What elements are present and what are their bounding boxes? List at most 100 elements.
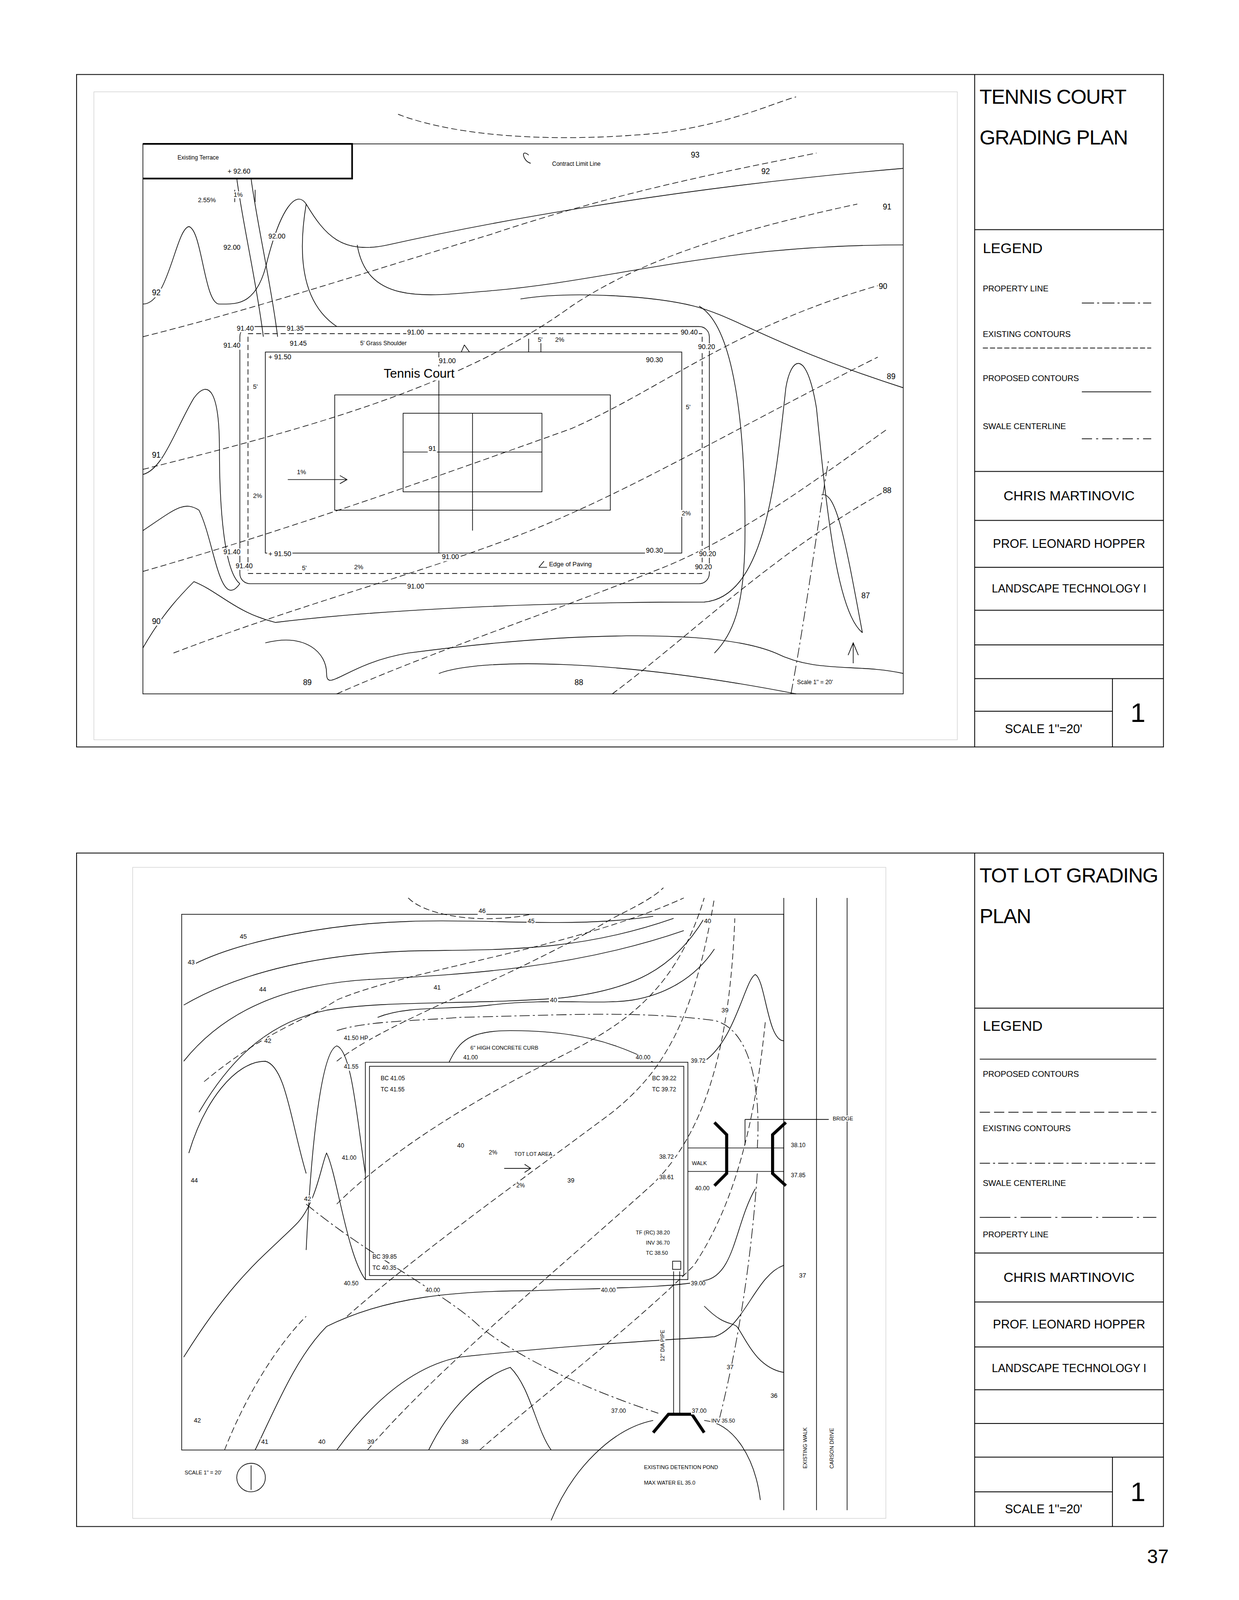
contour-label: 93 [690,150,701,160]
contour-label: 44 [189,1177,199,1185]
tennis-site-plan-part [848,643,859,664]
proposed-contours-part [143,363,863,649]
plan-label: WALK [691,1160,708,1167]
existing-contours [204,887,766,1451]
proposed-contours-part [449,1030,654,1063]
title-block-text: 1 [1130,697,1146,729]
title-block-cell: LANDSCAPE TECHNOLOGY I [974,1347,1164,1390]
plan-label: INV 36.70 [644,1239,671,1246]
tennis-site-plan [143,144,904,694]
plan-label: 91.40 [222,342,242,350]
sheet-frame-part [94,91,958,740]
sheet-frame-part [974,644,1164,646]
sheet-frame-part [974,470,1164,472]
legend-samples-part [1081,391,1152,392]
tennis-site-plan-part [472,413,473,531]
sheet-title-cell: TOT LOT GRADING PLAN [974,855,1164,1009]
contour-label: 42 [193,1416,202,1424]
plan-label: TC 40.35 [371,1265,398,1272]
totlot-site-plan-part [816,898,817,1511]
legend-samples-part [979,1217,1157,1218]
plan-label: 2% [515,1182,526,1190]
sheet-frame-part [1111,678,1113,748]
tennis-site-plan-part [143,144,353,179]
plan-label: 5' [252,383,259,390]
contour-label: 45 [526,917,536,925]
sheet-frame-part [974,1457,1164,1459]
plan-label: CARSON DRIVE [828,1427,835,1470]
existing-contours-part [337,428,888,694]
contour-label: 91 [881,202,893,212]
contour-label: 89 [302,678,313,688]
swale-centerline-part [305,1204,659,1414]
plan-label: 91.35 [285,324,305,333]
contour-label: 39 [720,1006,730,1014]
legend-samples-part [979,1111,1157,1113]
title-block-text: PROF. LEONARD HOPPER [993,536,1146,551]
legend-text: PROPERTY LINE [982,1230,1049,1240]
plan-label: LEGEND [981,240,1044,257]
plan-label: 38.10 [789,1142,807,1150]
plan-label: 40.00 [693,1185,711,1192]
plan-label: 91.00 [440,553,460,561]
plan-label: INV 35.50 [710,1417,737,1424]
contour-label: 41 [260,1438,270,1446]
title-block-cell: PROF. LEONARD HOPPER [974,520,1164,568]
swale-centerline-part [719,1173,758,1419]
sheet-title: TOT LOT GRADING PLAN [979,855,1159,937]
plan-label: BC 41.05 [379,1075,406,1082]
sheet-frame-part [974,74,976,748]
sheet-frame-part [974,1491,1113,1493]
proposed-contours-part [704,974,784,1062]
existing-contours-part [612,489,888,694]
title-block-text: CHRIS MARTINOVIC [1003,1270,1135,1286]
plan-label: BC 39.85 [371,1254,398,1261]
plan-label: EXISTING DETENTION POND [643,1464,720,1471]
legend-text: EXISTING CONTOURS [982,330,1071,340]
proposed-contours-part [183,918,674,1006]
contour-label: 37 [798,1272,807,1280]
contour-label: 92 [760,167,772,177]
title-block-cell: 1 [1112,678,1164,748]
totlot-site-plan-part [250,1465,252,1491]
title-block-cell: CHRIS MARTINOVIC [974,1253,1164,1303]
title-block-cell: CHRIS MARTINOVIC [974,471,1164,521]
existing-contours-part [479,1020,766,1451]
plan-label: 2% [353,563,365,571]
contour-label: 42 [303,1195,312,1203]
sheet-frame-part [974,852,976,1527]
totlot-site-plan-part [846,898,848,1511]
plan-label: 2% [554,336,566,344]
proposed-contours-part [305,1045,366,1251]
title-block-text: CHRIS MARTINOVIC [1003,488,1135,504]
contour-label: 38 [460,1438,469,1446]
contour-label: 40 [703,917,712,925]
plan-label: 39.72 [690,1058,707,1065]
contour-label: 40 [456,1142,466,1150]
legend-text: PROPERTY LINE [982,284,1049,294]
plan-label: + 92.60 [226,167,252,176]
swale-centerline-part [790,459,829,694]
sheet-frame-part [1111,1457,1113,1527]
contour-label: 89 [885,372,897,382]
proposed-contours [143,168,904,694]
sheet-frame-part [974,1389,1164,1391]
plan-label: 90.20 [693,563,713,571]
plan-label: MAX WATER EL 35.0 [643,1480,697,1486]
plan-label: 91.00 [406,582,426,591]
title-block-text: 1 [1130,1476,1146,1508]
tennis-site-plan-part [236,178,278,337]
existing-contours [143,96,888,694]
totlot-site-plan-part [236,1463,266,1493]
contour-label: 90 [150,617,162,627]
totlot-site-plan-part [181,914,785,1451]
proposed-contours-part [550,1420,760,1521]
proposed-contours-part [520,294,903,388]
proposed-contours-part [704,1306,784,1373]
tennis-site-plan-part [461,344,470,353]
legend-samples-part [1081,438,1152,439]
tennis-site-plan-part [240,326,710,584]
plan-label: 38.72 [658,1154,675,1161]
plan-label: 92.00 [267,233,287,241]
